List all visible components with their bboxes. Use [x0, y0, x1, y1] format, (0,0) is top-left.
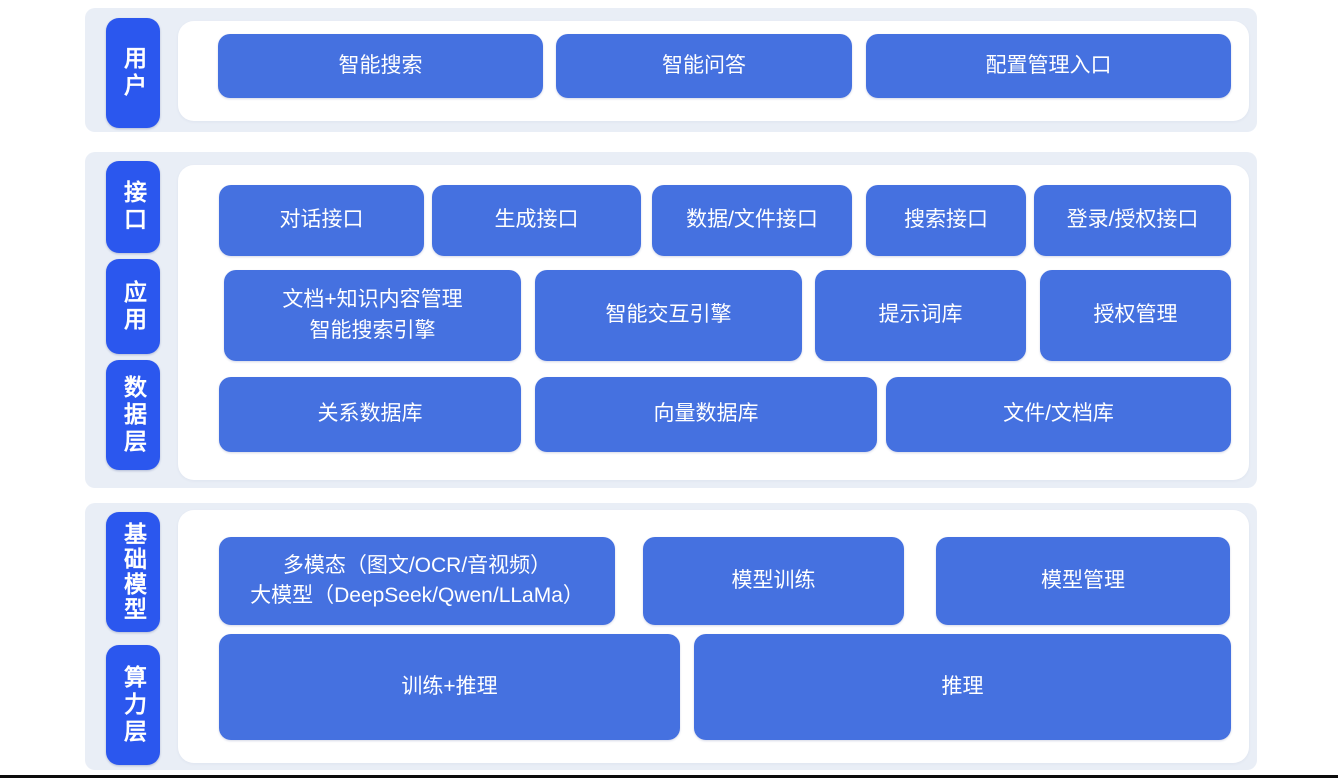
- doc-knowledge-search-engine-block: 文档+知识内容管理 智能搜索引擎: [224, 270, 521, 361]
- layer-label-application: 应用: [106, 259, 160, 354]
- layer-label-user: 用户: [106, 18, 160, 128]
- interactive-engine-block: 智能交互引擎: [535, 270, 802, 361]
- auth-management-block: 授权管理: [1040, 270, 1231, 361]
- bottom-border-line: [0, 775, 1338, 778]
- layer-label-foundation-model: 基础模型: [106, 512, 160, 632]
- vector-db-block: 向量数据库: [535, 377, 877, 452]
- multimodal-llm-block: 多模态（图文/OCR/音视频） 大模型（DeepSeek/Qwen/LLaMa）: [219, 537, 615, 625]
- login-auth-api-block: 登录/授权接口: [1034, 185, 1231, 256]
- generation-api-block: 生成接口: [432, 185, 641, 256]
- relational-db-block: 关系数据库: [219, 377, 521, 452]
- model-management-block: 模型管理: [936, 537, 1230, 625]
- config-management-entry-block: 配置管理入口: [866, 34, 1231, 98]
- model-training-block: 模型训练: [643, 537, 904, 625]
- layer-label-data: 数据层: [106, 360, 160, 470]
- layer-label-compute: 算力层: [106, 645, 160, 765]
- training-inference-block: 训练+推理: [219, 634, 680, 740]
- prompt-library-block: 提示词库: [815, 270, 1026, 361]
- smart-search-block: 智能搜索: [218, 34, 543, 98]
- layer-label-interface: 接口: [106, 161, 160, 253]
- dialog-api-block: 对话接口: [219, 185, 424, 256]
- smart-qa-block: 智能问答: [556, 34, 852, 98]
- search-api-block: 搜索接口: [866, 185, 1026, 256]
- file-doc-store-block: 文件/文档库: [886, 377, 1231, 452]
- inference-block: 推理: [694, 634, 1231, 740]
- data-file-api-block: 数据/文件接口: [652, 185, 852, 256]
